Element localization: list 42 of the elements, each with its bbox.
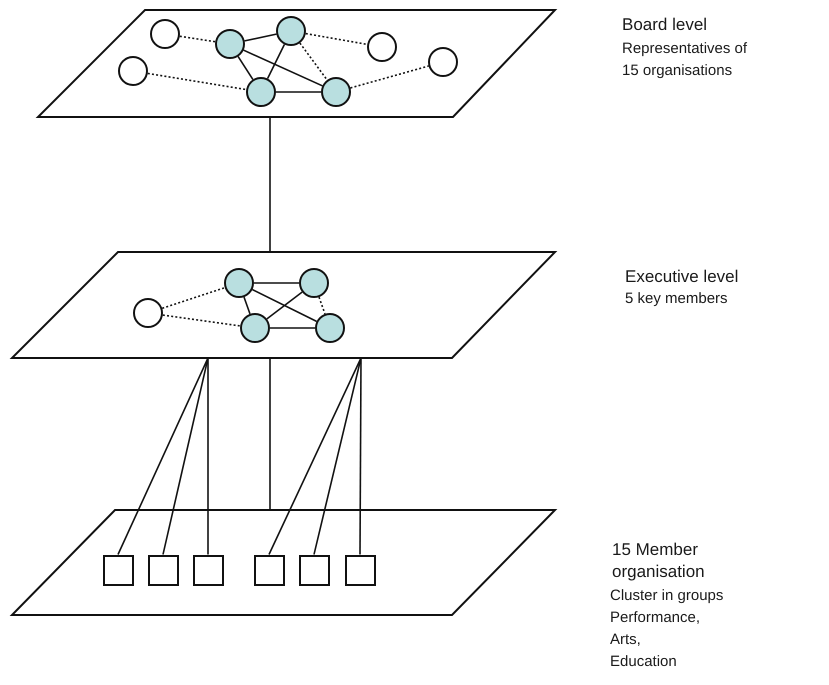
link-line (243, 49, 323, 87)
dotted-link (180, 35, 216, 43)
dotted-link (299, 42, 328, 80)
level-description: Cluster in groups (610, 586, 724, 606)
link-line (313, 358, 362, 555)
link-line (207, 358, 209, 554)
organisation-square (254, 554, 284, 586)
organisation-square (192, 554, 224, 586)
link-line (266, 44, 286, 79)
level-title: Board level (622, 14, 708, 36)
link-line (268, 358, 362, 555)
link-line (359, 358, 362, 554)
level-title: 15 Member organisation (612, 539, 706, 583)
link-line (269, 358, 271, 510)
link-line (254, 282, 299, 284)
link-line (276, 91, 321, 93)
level-plane (12, 252, 555, 358)
level-plane (38, 10, 555, 117)
link-line (269, 117, 271, 252)
dotted-link (318, 296, 326, 314)
organisation-square (344, 554, 376, 586)
dotted-link (306, 32, 368, 46)
level-plane (12, 510, 555, 615)
dotted-link (162, 314, 240, 327)
level-title: Executive level (625, 266, 738, 288)
dotted-link (350, 65, 429, 89)
level-description: Representatives of 15 organisations (622, 39, 748, 81)
link-line (243, 296, 251, 314)
link-line (237, 56, 254, 80)
link-line (162, 358, 209, 555)
organisation-square (102, 554, 134, 586)
organisation-square (148, 554, 178, 586)
link-line (117, 358, 209, 555)
link-line (270, 327, 315, 329)
link-line (244, 33, 276, 42)
level-description: Performance, Arts, Education (610, 608, 700, 672)
level-description: 5 key members (625, 289, 728, 309)
dotted-link (162, 286, 225, 310)
dotted-link (148, 72, 246, 90)
link-line (252, 288, 317, 322)
organisation-square (298, 554, 330, 586)
link-line (266, 291, 303, 320)
